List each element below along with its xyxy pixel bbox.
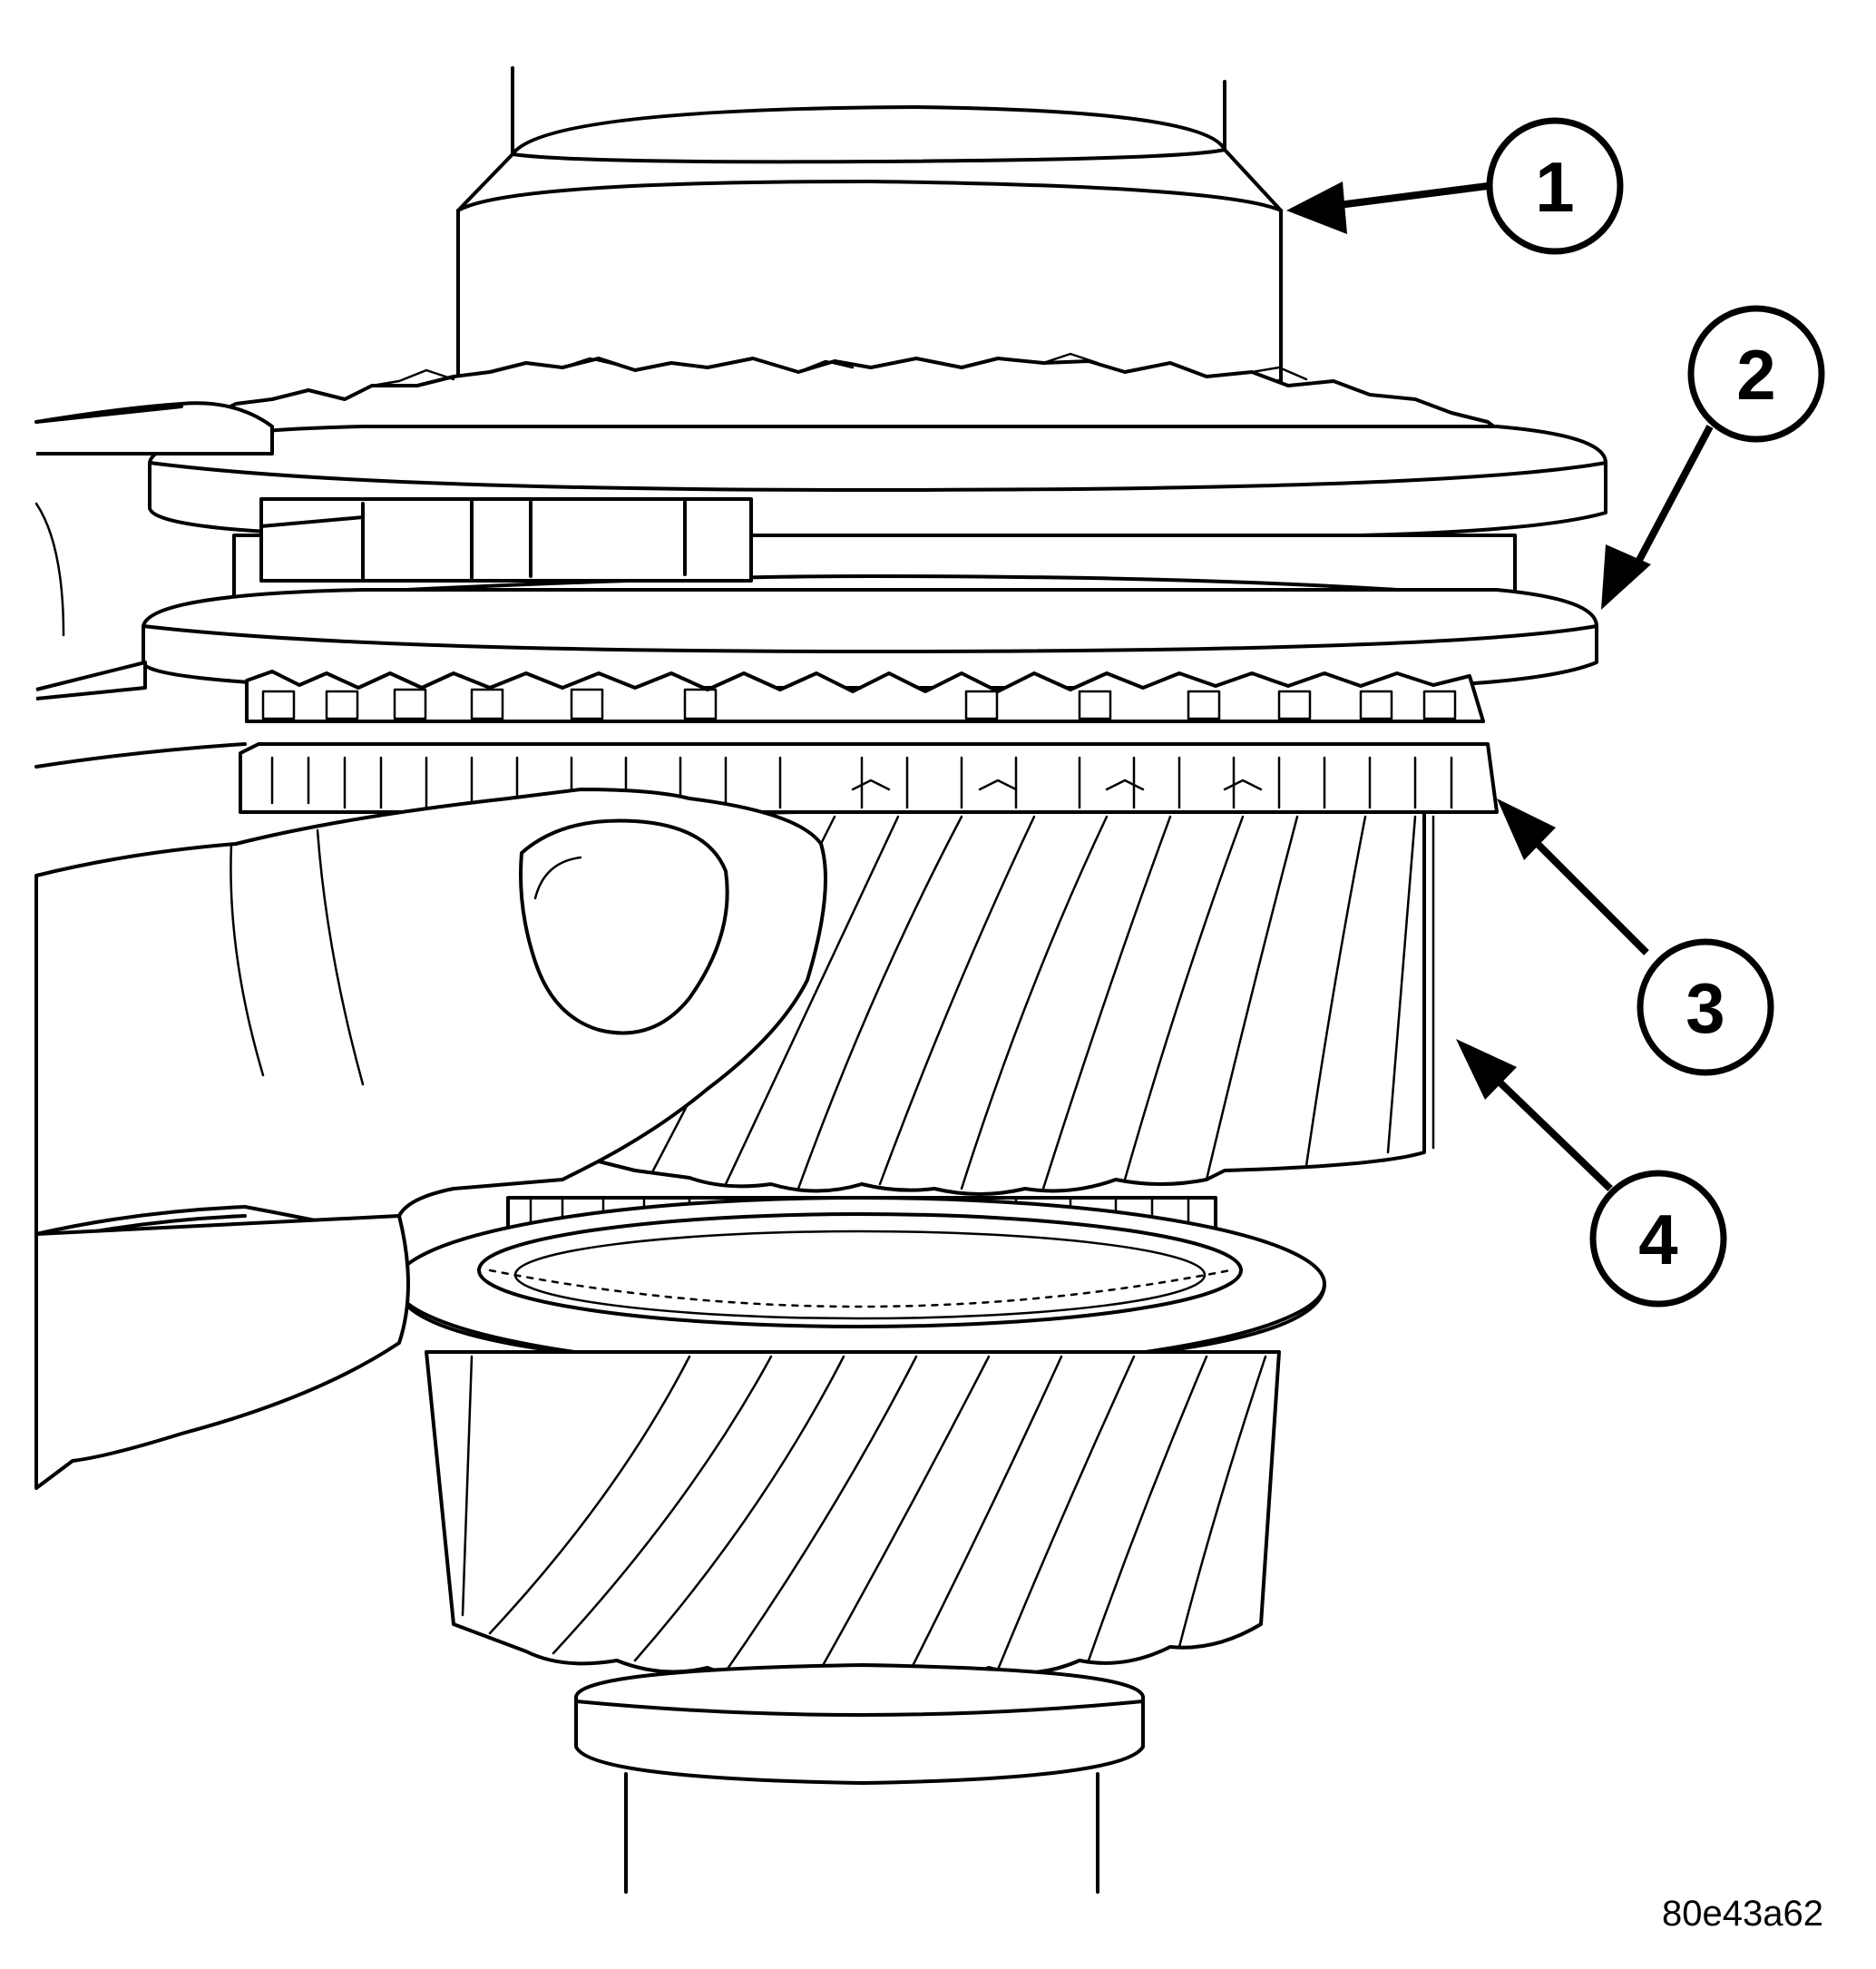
callout-3-label: 3	[1685, 968, 1725, 1048]
sleeve-body	[232, 497, 1517, 601]
callout-4: 4	[1456, 1039, 1727, 1308]
lower-helical-gear	[425, 1350, 1281, 1683]
sleeve-lower-flange	[142, 588, 1598, 690]
thrust-bearing	[394, 1196, 1326, 1372]
hand	[34, 401, 827, 1490]
figure-id: 80e43a62	[1662, 1894, 1823, 1934]
callout-1-label: 1	[1535, 147, 1574, 227]
callout-2: 2	[1601, 305, 1825, 610]
callout-1: 1	[1286, 117, 1624, 255]
callout-3: 3	[1497, 798, 1774, 1076]
lower-shaft	[574, 1663, 1145, 1894]
synchronizer-ring	[245, 670, 1485, 723]
synchronizer-hub	[456, 105, 1283, 392]
upper-teeth-row	[157, 352, 1508, 437]
callout-4-circle	[1589, 1170, 1727, 1308]
gear-clutch-teeth	[239, 742, 1499, 814]
callout-3-circle	[1637, 938, 1774, 1076]
callout-1-circle	[1486, 117, 1624, 255]
callout-2-label: 2	[1736, 335, 1775, 415]
callout-4-label: 4	[1638, 1200, 1677, 1279]
upper-shaft	[511, 66, 1226, 156]
callout-2-circle	[1687, 305, 1825, 443]
